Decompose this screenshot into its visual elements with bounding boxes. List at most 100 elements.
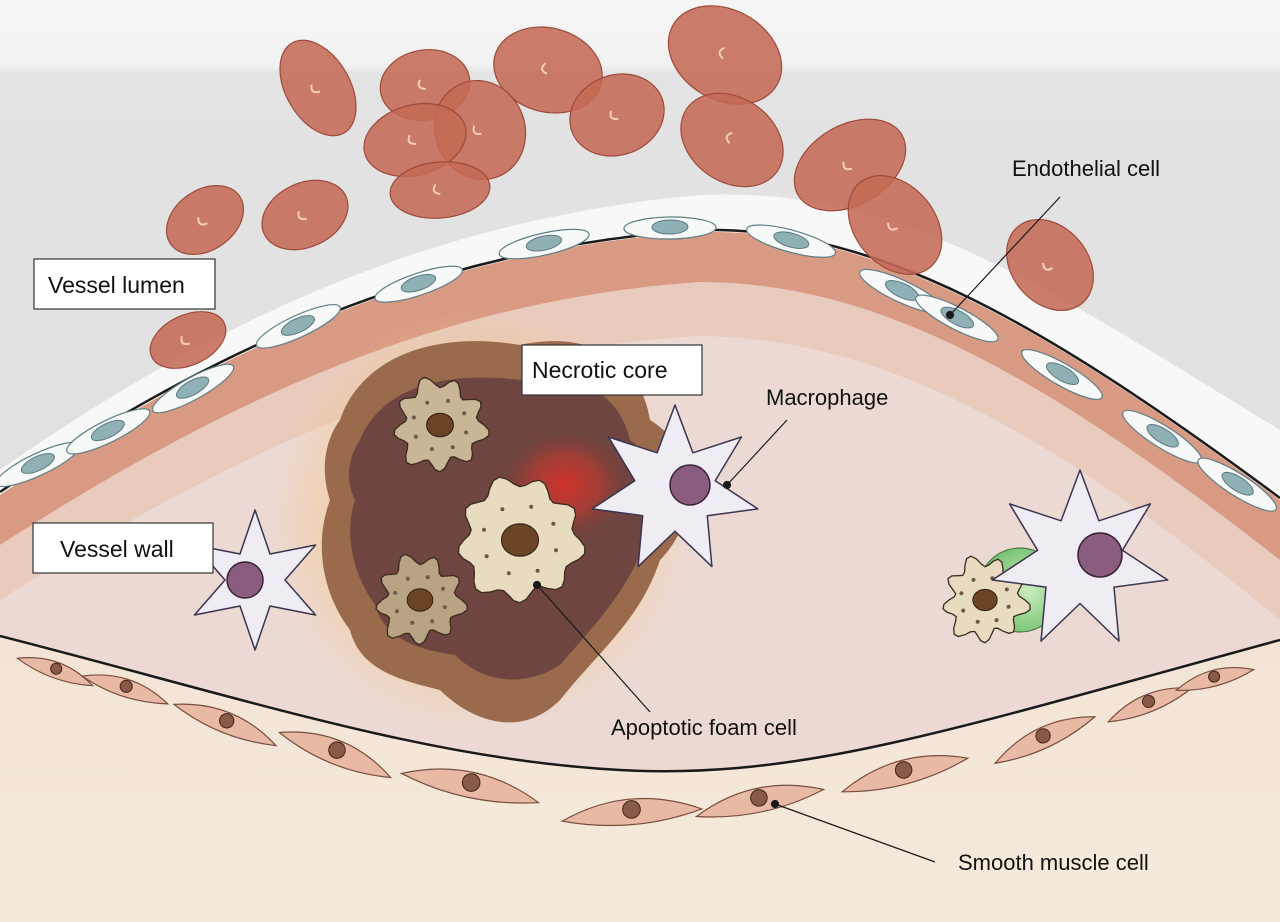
red-blood-cell-highlight — [407, 134, 417, 145]
red-blood-cell — [847, 175, 943, 275]
lipid-droplet — [529, 504, 534, 509]
smooth-muscle-nucleus — [461, 773, 481, 792]
lipid-droplet — [975, 619, 980, 624]
foam-cell-nucleus — [500, 523, 540, 557]
macrophage-nucleus — [1077, 532, 1123, 578]
lipid-droplet — [994, 618, 999, 623]
smooth-muscle-nucleus — [119, 679, 133, 693]
smooth-muscle-cell — [277, 731, 393, 779]
endothelial-nucleus — [1046, 362, 1079, 386]
smooth-muscle-cell — [1174, 667, 1256, 691]
leader-endothelial-dot — [945, 310, 955, 320]
endothelial-nucleus — [90, 419, 125, 442]
red-blood-cell-body — [680, 92, 784, 188]
smooth-muscle-nucleus — [894, 761, 913, 779]
macrophages — [193, 404, 1169, 651]
macrophage-nucleus — [226, 561, 264, 599]
leader-macrophage-dot — [722, 480, 732, 490]
label-smooth-muscle-cell: Smooth muscle cell — [958, 850, 1149, 875]
endothelial-cell — [745, 224, 837, 258]
red-blood-cell-highlight — [417, 79, 426, 90]
lipid-droplet — [425, 400, 430, 405]
lipid-droplet — [551, 521, 556, 526]
lipid-droplet — [554, 548, 559, 553]
red-blood-cell — [667, 5, 783, 105]
endothelial-nucleus — [1146, 424, 1179, 448]
red-blood-cell-highlight — [297, 211, 307, 221]
red-blood-cell-body — [279, 39, 357, 137]
red-blood-cell-body — [667, 5, 783, 105]
lipid-droplet — [430, 619, 435, 624]
lipid-droplet — [413, 434, 418, 439]
foam-cell-nucleus — [426, 412, 454, 438]
leader-lines — [532, 196, 1061, 863]
lipid-droplet — [442, 605, 447, 610]
red-blood-cell — [149, 311, 227, 369]
label-macrophage: Macrophage — [766, 385, 888, 410]
lipid-droplet — [425, 575, 430, 580]
label-necrotic-core: Necrotic core — [521, 344, 703, 396]
lipid-droplet — [440, 586, 445, 591]
smooth-muscle-cell — [560, 797, 704, 827]
smooth-muscle-cell — [399, 768, 541, 804]
lipid-droplet — [450, 445, 455, 450]
smooth-muscle-nucleus — [1035, 728, 1051, 744]
red-blood-cell-highlight — [842, 161, 853, 171]
lipid-droplet — [1006, 604, 1011, 609]
red-blood-cell-highlight — [472, 125, 482, 135]
leader-macrophage — [726, 419, 788, 486]
lipid-droplet — [506, 571, 511, 576]
leader-smooth-muscle-dot — [770, 799, 780, 809]
smooth-muscle-nucleus — [622, 800, 641, 819]
lipid-droplet — [484, 554, 489, 559]
red-blood-cell-body — [165, 184, 245, 256]
lipid-droplet — [446, 398, 451, 403]
lipid-droplet — [429, 447, 434, 452]
endothelial-cell — [623, 216, 717, 240]
endothelial-nucleus — [400, 274, 437, 293]
endothelial-cells — [0, 216, 1277, 512]
endothelial-cell — [1122, 409, 1203, 464]
macrophage — [991, 469, 1169, 642]
red-blood-cell — [279, 39, 357, 137]
red-blood-cell — [680, 92, 784, 188]
red-blood-cell-highlight — [718, 46, 725, 60]
endothelial-cell — [255, 304, 341, 349]
red-blood-cell-highlight — [887, 222, 899, 231]
lipid-droplet — [411, 415, 416, 420]
lipid-droplet — [535, 568, 540, 573]
media-layer — [0, 636, 1280, 922]
endothelial-cell — [1021, 349, 1103, 400]
endothelial-nucleus — [280, 315, 316, 336]
label-apoptotic-foam-cell: Apoptotic foam cell — [611, 715, 797, 740]
endothelial-nucleus — [20, 453, 55, 474]
red-blood-cell-highlight — [197, 217, 208, 226]
lipid-droplet — [500, 507, 505, 512]
smooth-muscle-cell — [694, 784, 826, 818]
label-necrotic-core-text: Necrotic core — [532, 357, 667, 383]
lipid-droplet — [405, 576, 410, 581]
red-blood-cell — [569, 73, 665, 157]
red-blood-cell — [1006, 218, 1094, 312]
endothelial-nucleus — [525, 234, 563, 252]
red-blood-cells — [149, 5, 1094, 369]
endothelial-cell — [374, 265, 464, 303]
leader-smooth-muscle — [774, 803, 936, 863]
red-blood-cell-body — [149, 311, 227, 369]
smooth-muscle-nucleus — [219, 713, 235, 729]
foam-cell-nucleus — [406, 588, 434, 612]
smooth-muscle-nucleus — [1142, 694, 1156, 708]
apoptotic-foam-cell — [457, 476, 586, 604]
endothelial-cell — [66, 408, 151, 455]
internal-elastic-lamina — [0, 634, 1280, 773]
foam-cell — [375, 553, 468, 646]
endothelial-cell — [498, 228, 590, 260]
endothelial-cell — [1197, 457, 1277, 512]
label-vessel-wall-text: Vessel wall — [60, 536, 174, 562]
lipid-droplet — [395, 609, 400, 614]
smooth-muscle-cell — [840, 755, 970, 793]
leader-endothelial — [949, 196, 1061, 316]
lipid-droplet — [1004, 587, 1009, 592]
